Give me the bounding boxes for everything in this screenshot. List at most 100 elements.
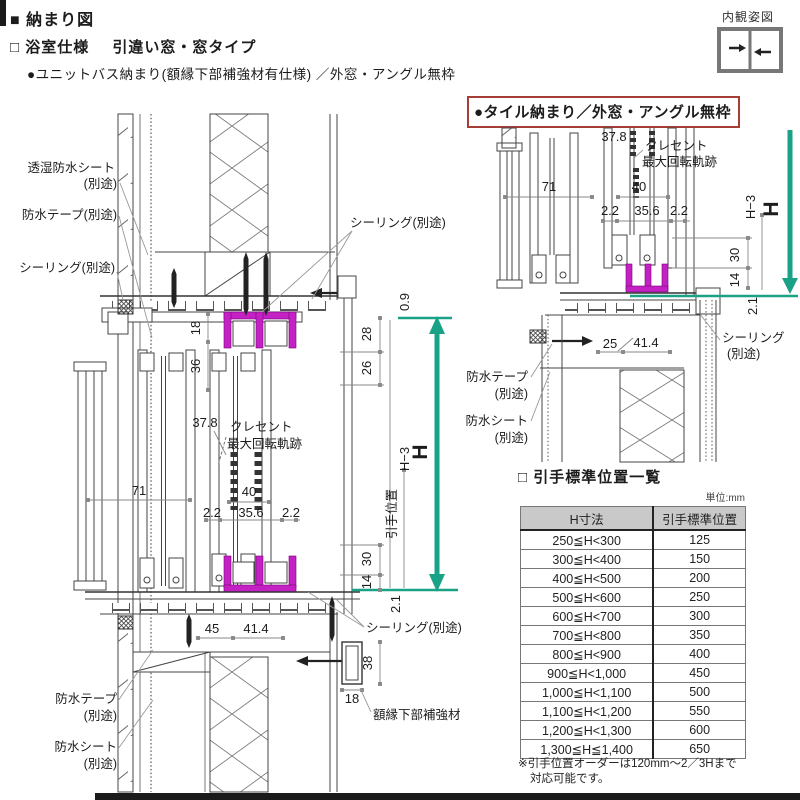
- dim-2-1: 2.1: [745, 297, 760, 315]
- dim-71: 71: [542, 179, 556, 194]
- label-crescent-1: クレセント: [230, 420, 293, 434]
- sliding-window-icon: [716, 26, 786, 79]
- dim-40: 40: [632, 179, 646, 194]
- spec-line: □ 浴室仕様 引違い窓・窓タイプ: [10, 36, 256, 57]
- dim-2-1: 2.1: [388, 595, 403, 613]
- table-unit: 単位:mm: [705, 493, 745, 504]
- handle-position-cell: 125: [652, 529, 747, 550]
- h-range-cell: 500≦H<600: [520, 587, 655, 607]
- h-range-cell: 800≦H<900: [520, 644, 655, 664]
- dim-18: 18: [188, 321, 203, 335]
- table-note: ※引手位置オーダーは120mm〜2／3Hまで 対応可能です。: [518, 757, 737, 787]
- dim-37-8: 37.8: [192, 415, 217, 430]
- col-header-position: 引手標準位置: [652, 506, 747, 531]
- note-line-2: 対応可能です。: [530, 773, 610, 785]
- height-arrow-right: [630, 130, 798, 298]
- label-sealing-mid: シーリング(別途): [350, 215, 446, 230]
- handle-position-cell: 350: [652, 625, 747, 645]
- dim-25: 25: [603, 336, 617, 351]
- dim-36: 36: [188, 359, 203, 373]
- sill-rail-highlight: [223, 555, 297, 593]
- h-range-cell: 300≦H<400: [520, 549, 655, 569]
- dim-35-6: 35.6: [634, 203, 659, 218]
- dim-37-8: 37.8: [601, 129, 626, 144]
- dim-41-4: 41.4: [243, 621, 268, 636]
- label-tape-bottom-2: (別途): [84, 708, 117, 723]
- dim-30: 30: [359, 552, 374, 566]
- handle-position-cell: 550: [652, 701, 747, 721]
- label-sheet-2: (別途): [495, 430, 528, 445]
- handle-position-cell: 200: [652, 568, 747, 588]
- table-title-marker: □: [518, 469, 529, 486]
- handle-position-cell: 650: [652, 739, 747, 759]
- height-arrow-left: [352, 316, 458, 592]
- right-leaders: [530, 149, 721, 422]
- label-crescent-1: クレセント: [645, 139, 708, 153]
- label-tape-2: (別途): [495, 386, 528, 401]
- label-sealing-left: シーリング(別途): [19, 260, 115, 275]
- note-line-1: ※引手位置オーダーは120mm〜2／3Hまで: [518, 758, 737, 770]
- dim-38: 38: [360, 656, 375, 670]
- label-crescent-2: 最大回転軌跡: [227, 436, 303, 451]
- label-crescent-2: 最大回転軌跡: [642, 154, 718, 169]
- label-sealing-bottom: シーリング(別途): [366, 620, 462, 635]
- handle-position-cell: 400: [652, 644, 747, 664]
- crescent-trace: [217, 436, 262, 510]
- label-moisture-sheet: 透湿防水シート: [27, 160, 115, 175]
- h-range-cell: 1,300≦H≦1,400: [520, 739, 655, 759]
- dim-h: H: [409, 444, 432, 459]
- right-sashes: [496, 127, 695, 296]
- label-sealing-1: シーリング: [722, 331, 785, 345]
- dim-30: 30: [727, 248, 742, 262]
- spec-subtitle: 引違い窓・窓タイプ: [112, 39, 257, 56]
- view-figure-label: 内観姿図: [722, 10, 775, 24]
- section-title: 納まり図: [26, 12, 95, 29]
- left-head-frame: [100, 252, 352, 349]
- table-title-text: 引手標準位置一覧: [533, 469, 662, 486]
- dim-14: 14: [359, 575, 374, 589]
- right-texts: 37.8 クレセント 最大回転軌跡 71 40 2.2 35.6 2.2 30 …: [465, 129, 784, 445]
- label-sheet-1: 防水シート: [465, 413, 528, 428]
- right-dimensions: [503, 195, 764, 354]
- label-waterproof-tape: 防水テープ(別途): [22, 207, 117, 222]
- dim-45: 45: [205, 621, 219, 636]
- col-header-h: H寸法: [520, 506, 655, 531]
- dim-35-6: 35.6: [238, 505, 263, 520]
- dim-h-minus-3: H−3: [397, 447, 412, 471]
- dim-18-b: 18: [345, 691, 359, 706]
- dim-2-2-a: 2.2: [203, 505, 221, 520]
- head-rail-highlight: [223, 311, 297, 349]
- h-range-cell: 250≦H<300: [520, 529, 655, 550]
- h-range-cell: 700≦H<800: [520, 625, 655, 645]
- tile-detail-title: ●タイル納まり／外窓・アングル無枠: [467, 96, 740, 128]
- sealant-block-head: [117, 299, 134, 315]
- label-sheet-bottom-2: (別途): [84, 756, 117, 771]
- left-sill: [85, 555, 363, 685]
- page-title: ■ 納まり図: [10, 6, 94, 30]
- right-drawing: 37.8 クレセント 最大回転軌跡 71 40 2.2 35.6 2.2 30 …: [465, 127, 798, 463]
- dim-41-4: 41.4: [633, 335, 658, 350]
- arrow-left-icon: [754, 48, 771, 56]
- screw-icon: [329, 596, 335, 642]
- label-moisture-sheet-2: (別途): [84, 176, 117, 191]
- left-texts: 透湿防水シート (別途) 防水テープ(別途) シーリング(別途) シーリング(別…: [19, 160, 462, 771]
- page-edge-mark: [0, 0, 6, 26]
- handle-position-cell: 250: [652, 587, 747, 607]
- handle-position-cell: 300: [652, 606, 747, 626]
- dim-71: 71: [132, 483, 146, 498]
- h-range-cell: 1,200≦H<1,300: [520, 720, 655, 740]
- left-wall: [117, 113, 338, 793]
- left-dimensions: [86, 312, 406, 692]
